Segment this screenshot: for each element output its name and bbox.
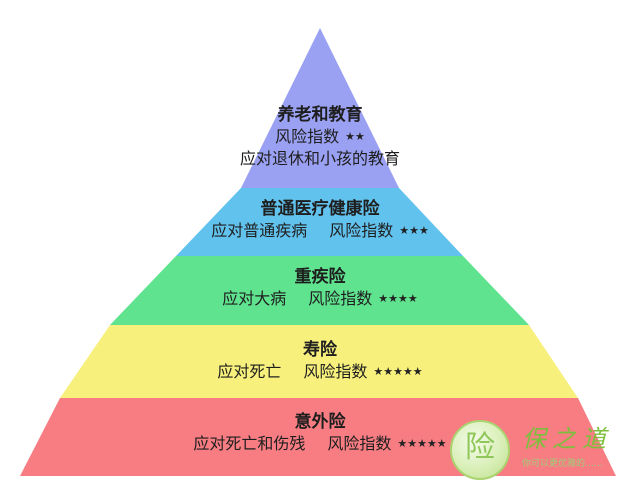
tier-1-risk-text: 风险指数 xyxy=(275,127,340,146)
tier-3-title: 重疾险 xyxy=(294,267,346,287)
tier-4-label: 寿险 应对死亡 风险指数 ★★★★★ xyxy=(0,339,640,383)
logo-name: 保之道 xyxy=(522,425,612,453)
logo-slogan: 你可以更优雅的…… xyxy=(522,459,604,469)
tier-1-purpose-text: 应对退休和小孩的教育 xyxy=(239,149,400,168)
tier-1-purpose-line: 应对退休和小孩的教育 xyxy=(0,148,640,170)
tier-5-label: 意外险 应对死亡和伤残 风险指数 ★★★★★ xyxy=(0,411,640,455)
logo-badge xyxy=(450,420,510,480)
tier-1-title: 养老和教育 xyxy=(277,105,363,125)
tier-5-line: 应对死亡和伤残 风险指数 ★★★★★ xyxy=(0,433,640,455)
tier-5-title: 意外险 xyxy=(294,412,346,432)
tier-2-title: 普通医疗健康险 xyxy=(260,199,380,219)
tier-5-risk-text: 风险指数 xyxy=(327,434,392,453)
tier-3-stars: ★★★★ xyxy=(378,292,418,305)
tier-2-band xyxy=(176,188,463,256)
tier-2-risk-text: 风险指数 xyxy=(329,221,394,240)
tier-2-purpose-text: 应对普通疾病 xyxy=(211,221,308,240)
tier-3-band xyxy=(110,256,529,325)
tier-3-line: 应对大病 风险指数 ★★★★ xyxy=(0,288,640,310)
tier-3-purpose-text: 应对大病 xyxy=(222,289,287,308)
tier-3-risk-text: 风险指数 xyxy=(308,289,373,308)
tier-1-stars: ★★ xyxy=(345,130,365,143)
tier-5-purpose-text: 应对死亡和伤残 xyxy=(193,434,306,453)
tier-4-band xyxy=(60,325,578,398)
tier-4-line: 应对死亡 风险指数 ★★★★★ xyxy=(0,361,640,383)
tier-2-line: 应对普通疾病 风险指数 ★★★ xyxy=(0,220,640,242)
tier-5-stars: ★★★★★ xyxy=(397,437,447,450)
tier-3-label: 重疾险 应对大病 风险指数 ★★★★ xyxy=(0,266,640,310)
tier-4-title: 寿险 xyxy=(303,340,337,360)
tier-4-purpose-text: 应对死亡 xyxy=(217,362,282,381)
tier-4-risk-text: 风险指数 xyxy=(303,362,368,381)
watermark-logo: 险 保之道 你可以更优雅的…… xyxy=(450,420,640,501)
tier-1-label: 养老和教育 风险指数 ★★ 应对退休和小孩的教育 xyxy=(0,104,640,170)
tier-2-stars: ★★★ xyxy=(399,224,429,237)
tier-4-stars: ★★★★★ xyxy=(373,365,423,378)
tier-1-risk-line: 风险指数 ★★ xyxy=(0,126,640,148)
logo-glyph: 险 xyxy=(465,430,495,465)
tier-2-label: 普通医疗健康险 应对普通疾病 风险指数 ★★★ xyxy=(0,198,640,242)
tier-1-band xyxy=(241,28,399,188)
